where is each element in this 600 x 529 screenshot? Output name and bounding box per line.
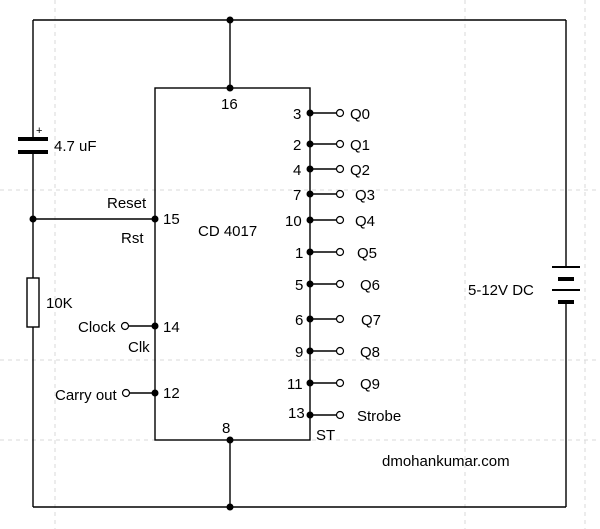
strobe-label: Strobe [357,408,401,425]
output-label: Q7 [361,312,381,329]
output-pins: 3 Q0 2 Q1 4 Q2 7 Q3 10 Q4 [285,106,401,444]
output-pin-number: 11 [287,376,303,393]
output-label: Q5 [357,245,377,262]
clock-terminal [120,321,130,331]
resistor-value: 10K [46,295,73,312]
pin-reset: 15 [163,211,180,228]
strobe-pin-number: 13 [288,405,305,422]
output-label: Q6 [360,277,380,294]
supply-label: 5-12V DC [468,282,534,299]
output-pin-number: 1 [295,245,303,262]
capacitor-polarity: + [36,125,42,137]
output-pin-number: 6 [295,312,303,329]
junction-reset-left [29,215,37,223]
output-q0: 3 Q0 [293,106,370,123]
output-q4: 10 Q4 [285,213,375,230]
pin-gnd: 8 [222,420,230,437]
reset-label: Reset [107,195,147,212]
pin-clock: 14 [163,319,180,336]
clock-input: Clock [78,319,159,336]
capacitor-value: 4.7 uF [54,138,97,155]
junction-bottom [226,503,234,511]
output-label: Q2 [350,162,370,179]
output-pin-number: 10 [285,213,302,230]
output-label: Q1 [350,137,370,154]
ic-cd4017: CD 4017 16 8 15 Reset Rst 14 Clk 12 [107,87,311,441]
output-label: Q0 [350,106,370,123]
output-pin-number: 5 [295,277,303,294]
output-pin-number: 3 [293,106,301,123]
junction-dots [29,16,234,511]
carry-output: Carry out [55,387,159,404]
output-q2: 4 Q2 [293,162,370,179]
carry-label: Carry out [55,387,118,404]
output-label: Q8 [360,344,380,361]
output-label: Q3 [355,187,375,204]
reset-short-label: Rst [121,230,144,247]
output-q7: 6 Q7 [295,312,381,329]
output-pin-number: 2 [293,137,301,154]
clock-label: Clock [78,319,116,336]
carry-terminal [121,388,131,398]
battery: 5-12V DC [468,266,580,304]
ic-name: CD 4017 [198,223,257,240]
output-q1: 2 Q1 [293,137,370,154]
output-pin-number: 4 [293,162,301,179]
output-q3: 7 Q3 [293,187,375,204]
output-q9: 11 Q9 [287,376,380,393]
clock-short-label: Clk [128,339,150,356]
junction-top [226,16,234,24]
output-pin-number: 9 [295,344,303,361]
output-q6: 5 Q6 [295,277,380,294]
resistor: 10K [26,277,73,328]
output-q8: 9 Q8 [295,344,380,361]
output-strobe: 13 Strobe ST [288,405,401,444]
output-q5: 1 Q5 [295,245,377,262]
outer-wiring [32,19,567,508]
pin-carry: 12 [163,385,180,402]
strobe-short-label: ST [316,427,335,444]
output-pin-number: 7 [293,187,301,204]
output-label: Q9 [360,376,380,393]
output-label: Q4 [355,213,375,230]
pin-vdd: 16 [221,96,238,113]
credit-text: dmohankumar.com [382,453,510,470]
capacitor: + 4.7 uF [18,125,97,155]
